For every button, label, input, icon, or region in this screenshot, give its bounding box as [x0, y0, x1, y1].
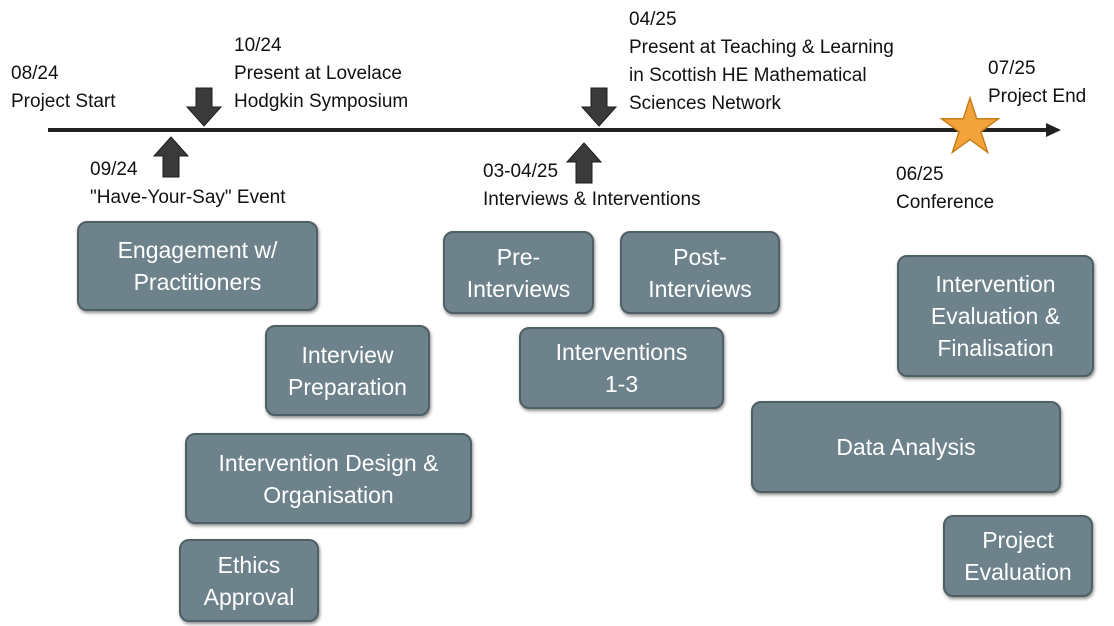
up-arrow-icon	[152, 136, 190, 178]
milestone-interviews: 03-04/25 Interviews & Interventions	[483, 158, 701, 214]
milestone-have-your-say: 09/24 "Have-Your-Say" Event	[90, 156, 286, 212]
milestone-text: Present at Lovelace	[234, 63, 402, 84]
task-label: Engagement w/	[117, 237, 278, 263]
task-data-analysis: Data Analysis	[751, 401, 1061, 493]
task-label: Evaluation &	[930, 303, 1061, 329]
milestone-text: Interviews & Interventions	[483, 189, 701, 210]
task-ethics-approval: Ethics Approval	[179, 539, 319, 622]
milestone-project-end: 07/25 Project End	[988, 55, 1086, 111]
task-label: Intervention Design &	[218, 449, 439, 476]
milestone-date: 06/25	[896, 164, 944, 185]
task-label: Practitioners	[133, 269, 262, 295]
milestone-text: Hodgkin Symposium	[234, 91, 409, 112]
task-label: Preparation	[288, 373, 407, 400]
milestone-text: "Have-Your-Say" Event	[90, 187, 286, 208]
milestone-date: 04/25	[629, 9, 677, 30]
milestone-text: in Scottish HE Mathematical	[629, 65, 867, 86]
task-label: Intervention	[935, 271, 1056, 297]
milestone-date: 07/25	[988, 58, 1036, 79]
task-label: Finalisation	[937, 335, 1054, 361]
milestone-lovelace: 10/24 Present at Lovelace Hodgkin Sympos…	[234, 32, 408, 116]
milestone-teaching: 04/25 Present at Teaching & Learning in …	[629, 6, 894, 118]
timeline-axis	[48, 123, 1061, 137]
task-label: Pre-	[496, 243, 541, 270]
task-evaluation-finalisation: Intervention Evaluation & Finalisation	[897, 255, 1094, 377]
up-arrow-icon	[565, 142, 603, 184]
task-label: Approval	[203, 583, 295, 610]
milestone-text: Project Start	[11, 91, 116, 112]
task-interview-preparation: Interview Preparation	[265, 325, 430, 416]
timeline-arrowhead	[1046, 123, 1061, 137]
task-label: Data Analysis	[836, 434, 976, 460]
task-pre-interviews: Pre- Interviews	[443, 231, 594, 314]
milestone-date: 03-04/25	[483, 161, 559, 182]
task-label: Interviews	[466, 275, 571, 302]
milestone-date: 10/24	[234, 35, 282, 56]
task-intervention-design: Intervention Design & Organisation	[185, 433, 472, 524]
milestone-conference: 06/25 Conference	[896, 161, 994, 217]
task-post-interviews: Post- Interviews	[620, 231, 780, 314]
milestone-text: Conference	[896, 192, 995, 213]
task-label: Ethics	[217, 551, 281, 578]
star-icon	[939, 95, 1001, 155]
milestone-text: Project End	[988, 86, 1087, 107]
milestone-text: Sciences Network	[629, 93, 782, 114]
task-interventions: Interventions 1-3	[519, 327, 724, 409]
task-label: 1-3	[604, 371, 639, 397]
task-label: Evaluation	[964, 559, 1072, 585]
milestone-project-start: 08/24 Project Start	[11, 60, 116, 116]
milestone-text: Present at Teaching & Learning	[629, 37, 894, 58]
down-arrow-icon	[580, 87, 618, 127]
down-arrow-icon	[185, 87, 223, 127]
task-engagement-practitioners: Engagement w/ Practitioners	[77, 221, 318, 311]
milestone-date: 08/24	[11, 63, 59, 84]
task-label: Project	[982, 527, 1054, 553]
task-label: Interview	[301, 341, 394, 368]
task-label: Interventions	[555, 339, 688, 365]
task-label: Organisation	[263, 481, 394, 508]
task-project-evaluation: Project Evaluation	[943, 515, 1093, 597]
milestone-date: 09/24	[90, 159, 138, 180]
task-label: Interviews	[648, 275, 752, 302]
task-label: Post-	[673, 243, 727, 270]
